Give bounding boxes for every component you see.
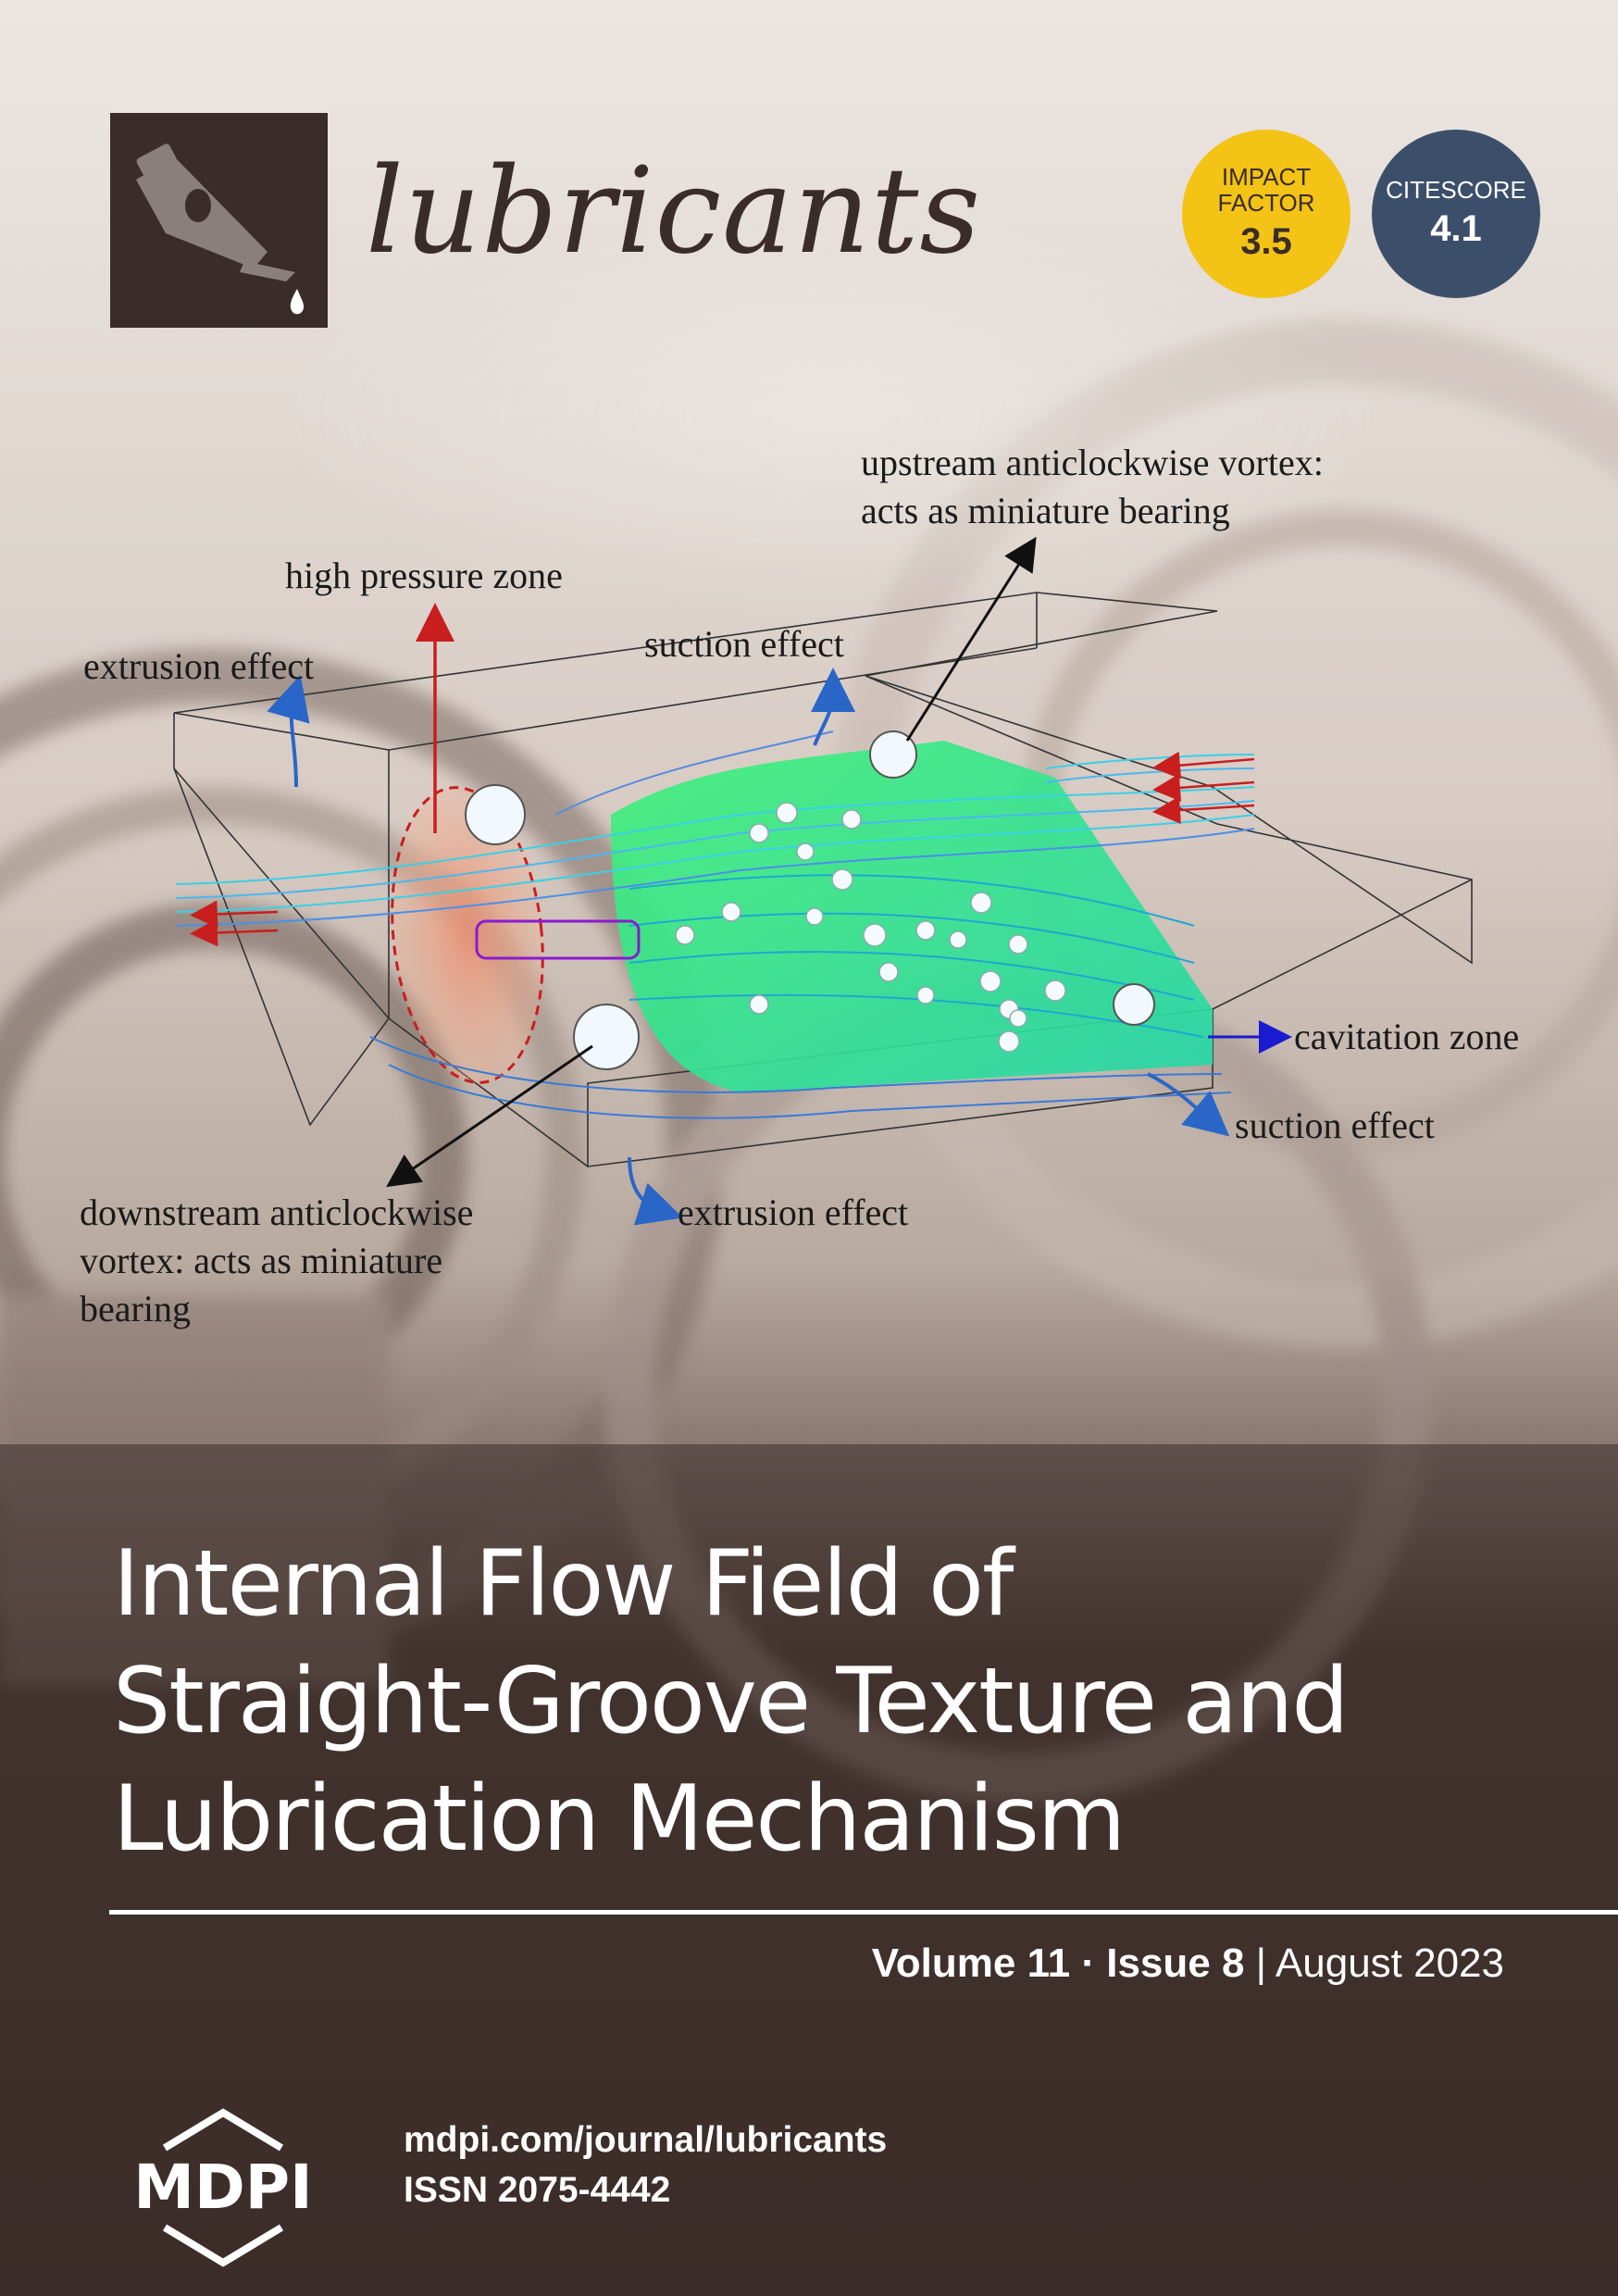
high-pressure-label: high pressure zone	[285, 555, 563, 596]
divider-rule	[109, 1910, 1618, 1915]
impact-factor-label-1: IMPACT	[1221, 163, 1312, 192]
impact-factor-value: 3.5	[1240, 220, 1292, 262]
article-title-line3: Lubrication Mechanism	[113, 1766, 1126, 1872]
issue-date: August 2023	[1275, 1940, 1504, 1986]
downstream-vortex-label-line2: vortex: acts as miniature	[80, 1240, 443, 1281]
issue-separator: ·	[1081, 1940, 1095, 1986]
journal-name: lubricants	[366, 143, 981, 281]
upstream-vortex-label: upstream anticlockwise vortex: acts as m…	[861, 439, 1324, 535]
upstream-vortex-label-line2: acts as miniature bearing	[861, 490, 1230, 531]
journal-url[interactable]: mdpi.com/journal/lubricants	[404, 2120, 888, 2160]
streamlines	[175, 730, 1255, 1119]
extrusion-effect-label-left: extrusion effect	[83, 645, 315, 687]
flow-field-figure	[173, 536, 1473, 1226]
impact-factor-label-2: FACTOR	[1217, 188, 1315, 217]
article-title: Internal Flow Field of Straight-Groove T…	[113, 1526, 1557, 1878]
extrusion-arrow-bottom	[628, 1156, 683, 1226]
journal-logo	[110, 113, 328, 328]
downstream-vortex-arrow	[386, 1044, 593, 1188]
suction-effect-label-top: suction effect	[644, 623, 844, 665]
bubble-markers	[675, 802, 1066, 1053]
volume-label: Volume 11	[871, 1940, 1071, 1986]
article-title-line1: Internal Flow Field of	[113, 1531, 1014, 1637]
reverse-flow-arrows	[190, 751, 1255, 947]
impact-factor-badge: IMPACT FACTOR 3.5	[1182, 130, 1350, 298]
suction-arrow-top	[810, 668, 855, 746]
recirculation-loop	[475, 919, 641, 960]
extrusion-arrow-left	[267, 674, 310, 788]
upstream-vortex-label-line1: upstream anticlockwise vortex:	[861, 442, 1324, 483]
high-pressure-ellipse	[391, 786, 544, 1084]
mdpi-logo: MDPI	[133, 2108, 313, 2267]
upstream-vortex-arrow	[905, 536, 1037, 742]
downstream-vortex-label-line1: downstream anticlockwise	[80, 1192, 474, 1233]
extrusion-effect-label-bottom: extrusion effect	[678, 1192, 909, 1233]
downstream-vortex-label: downstream anticlockwise vortex: acts as…	[80, 1189, 473, 1333]
issue-divider: |	[1255, 1940, 1267, 1986]
suction-arrow-bottom	[1147, 1072, 1230, 1137]
article-title-line2: Straight-Groove Texture and	[113, 1649, 1350, 1754]
cavitation-zone-label: cavitation zone	[1294, 1016, 1520, 1057]
downstream-vortex-label-line3: bearing	[80, 1288, 191, 1329]
citescore-value: 4.1	[1430, 208, 1482, 250]
suction-effect-label-bottom: suction effect	[1235, 1104, 1435, 1146]
oil-can-icon	[136, 144, 305, 315]
citescore-label: CITESCORE	[1386, 175, 1526, 204]
mdpi-logo-text: MDPI	[133, 2152, 312, 2223]
issue-label: Issue 8	[1106, 1940, 1245, 1986]
vortex-markers	[465, 730, 1155, 1070]
issue-info: Volume 11 · Issue 8 | August 2023	[872, 1940, 1504, 1987]
issn: ISSN 2075-4442	[404, 2170, 671, 2210]
citescore-badge: CITESCORE 4.1	[1372, 130, 1540, 298]
